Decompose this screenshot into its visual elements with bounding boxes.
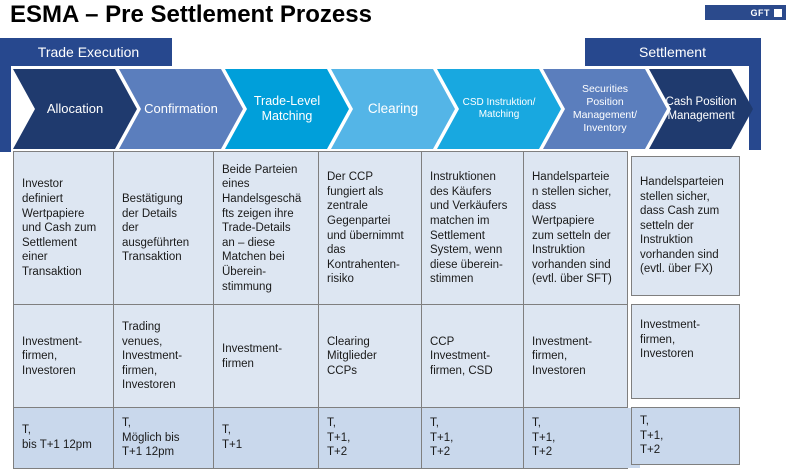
table-cell: T, T+1, T+2 xyxy=(523,407,628,469)
left-edge-bar xyxy=(0,38,11,152)
process-chevrons: Allocation Confirmation Trade-Level Matc… xyxy=(0,69,788,149)
table-cell: T, T+1 xyxy=(213,407,320,469)
table-cell: Bestätigung der Details der ausgeführten… xyxy=(113,151,215,306)
table-cell: Der CCP fungiert als zentrale Gegenparte… xyxy=(318,151,423,306)
process-table: Investor definiert Wertpapiere und Cash … xyxy=(13,151,740,469)
table-cell: Investment- firmen xyxy=(213,304,320,409)
banner-settlement: Settlement xyxy=(585,38,760,66)
table-cell: Beide Parteien eines Handelsgeschä fts z… xyxy=(213,151,320,306)
chevron-allocation: Allocation xyxy=(13,69,137,149)
chevron-csd-instruktion-matching: CSD Instruktion/ Matching xyxy=(437,69,561,149)
chevron-trade-level-matching: Trade-Level Matching xyxy=(225,69,349,149)
right-edge-bar xyxy=(749,38,761,150)
table-cell: Handelsparteie n stellen sicher, dass We… xyxy=(523,151,628,306)
table-cell: T, T+1, T+2 xyxy=(631,407,740,465)
table-cell: Investment- firmen, Investoren xyxy=(13,304,115,409)
table-cell: T, T+1, T+2 xyxy=(318,407,423,469)
table-cell: Handelsparteien stellen sicher, dass Cas… xyxy=(631,156,740,296)
table-cell: T, Möglich bis T+1 12pm xyxy=(113,407,215,469)
chevron-securities-position-management: Securities Position Management/ Inventor… xyxy=(543,69,667,149)
table-cell: T, bis T+1 12pm xyxy=(13,407,115,469)
table-cell: Instruktionen des Käufers und Verkäufers… xyxy=(421,151,525,306)
chevron-clearing: Clearing xyxy=(331,69,455,149)
gft-logo: GFT xyxy=(705,5,786,20)
chevron-confirmation: Confirmation xyxy=(119,69,243,149)
table-cell: CCP Investment- firmen, CSD xyxy=(421,304,525,409)
table-cell: Trading venues, Investment- firmen, Inve… xyxy=(113,304,215,409)
gft-logo-square-icon xyxy=(774,8,782,17)
page-title: ESMA – Pre Settlement Prozess xyxy=(10,1,372,28)
banner-trade-execution: Trade Execution xyxy=(5,38,172,66)
table-cell: T, T+1, T+2 xyxy=(421,407,525,469)
table-cell: Clearing Mitglieder CCPs xyxy=(318,304,423,409)
table-cell: Investment- firmen, Investoren xyxy=(631,304,740,399)
gft-logo-text: GFT xyxy=(750,7,770,18)
table-cell: Investor definiert Wertpapiere und Cash … xyxy=(13,151,115,306)
table-cell: Investment- firmen, Investoren xyxy=(523,304,628,409)
